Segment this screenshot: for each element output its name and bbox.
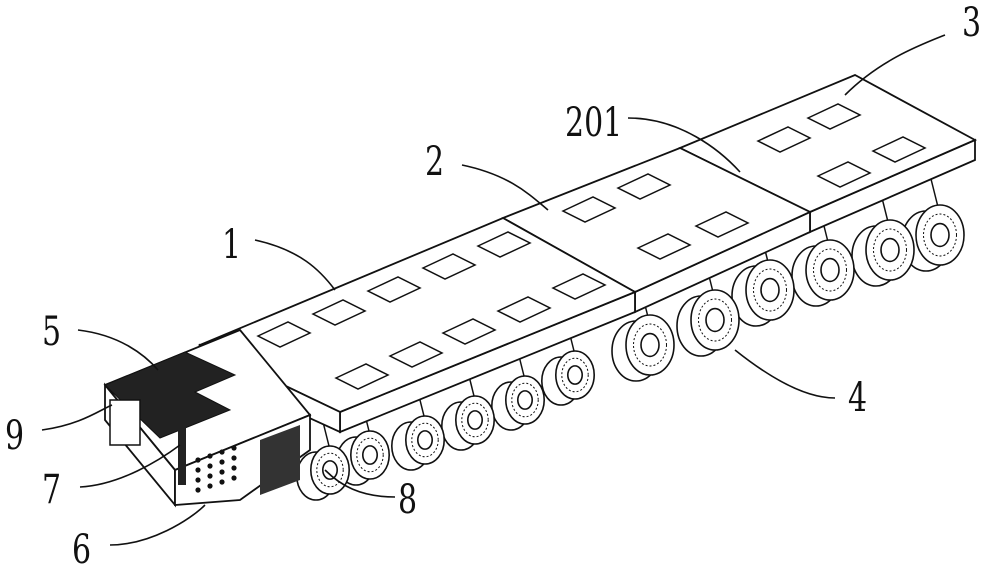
callout-8: 8 xyxy=(398,477,418,523)
wheel-tread xyxy=(561,357,589,393)
panel-button xyxy=(207,463,213,469)
wheel-tread xyxy=(698,298,732,342)
deck-opening xyxy=(694,211,750,238)
wheel-tread xyxy=(316,452,344,488)
deck-opening xyxy=(476,231,532,258)
deck-opening xyxy=(756,126,812,153)
panel-button xyxy=(195,457,201,463)
deck-opening xyxy=(366,276,422,303)
panel-button xyxy=(195,477,201,483)
panel-button xyxy=(231,455,237,461)
panel-button xyxy=(219,479,225,485)
wheel-tread xyxy=(923,213,957,257)
callout-1: 1 xyxy=(222,222,242,268)
control-cabin xyxy=(103,328,312,508)
deck-opening xyxy=(441,318,497,345)
panel-button xyxy=(231,475,237,481)
deck-opening xyxy=(806,103,862,130)
wheel-tread xyxy=(753,268,787,312)
wheel-hub xyxy=(321,460,338,480)
wheel-hub xyxy=(566,365,583,385)
callout-3: 3 xyxy=(962,0,982,46)
wheel-tread xyxy=(633,323,667,367)
wheel-tread xyxy=(411,422,439,458)
callout-201: 201 xyxy=(565,100,623,146)
panel-button xyxy=(207,473,213,479)
panel-button xyxy=(219,469,225,475)
deck-opening xyxy=(561,196,617,223)
panel-button xyxy=(219,449,225,455)
wheel-hub xyxy=(760,277,780,303)
wheel-hub xyxy=(416,430,433,450)
deck-opening xyxy=(871,136,927,163)
leader-lines xyxy=(41,34,946,546)
deck-opening xyxy=(334,363,390,390)
deck-openings xyxy=(256,103,927,390)
wheel-hub xyxy=(466,410,483,430)
deck-opening xyxy=(616,173,672,200)
deck-opening xyxy=(551,273,607,300)
wheel-hub xyxy=(880,237,900,263)
panel-button xyxy=(195,467,201,473)
deck-opening xyxy=(816,161,872,188)
wheel-hub xyxy=(516,390,533,410)
callout-4: 4 xyxy=(848,375,868,421)
control-panel-buttons xyxy=(195,445,237,493)
panel-button xyxy=(219,459,225,465)
panel-button xyxy=(207,453,213,459)
deck-opening xyxy=(256,321,312,348)
wheel-tread xyxy=(873,228,907,272)
wheel-hub xyxy=(361,445,378,465)
wheel-hub xyxy=(820,257,840,283)
wheel-tread xyxy=(356,437,384,473)
deck-opening xyxy=(636,233,692,260)
wheel-hub xyxy=(705,307,725,333)
panel-button xyxy=(207,483,213,489)
wheel-hub xyxy=(930,222,950,248)
deck-opening xyxy=(421,253,477,280)
deck-opening xyxy=(496,296,552,323)
panel-button xyxy=(195,487,201,493)
callout-9: 9 xyxy=(5,413,25,459)
callout-5: 5 xyxy=(42,309,62,355)
wheel-tread xyxy=(511,382,539,418)
deck-opening xyxy=(388,341,444,368)
wheel-tread xyxy=(461,402,489,438)
wheel-hub xyxy=(640,332,660,358)
panel-button xyxy=(231,465,237,471)
callout-6: 6 xyxy=(72,527,92,573)
wheel-tread xyxy=(813,248,847,292)
deck-opening xyxy=(311,299,367,326)
panel-button xyxy=(231,445,237,451)
callout-2: 2 xyxy=(425,139,445,185)
callout-7: 7 xyxy=(42,467,62,513)
